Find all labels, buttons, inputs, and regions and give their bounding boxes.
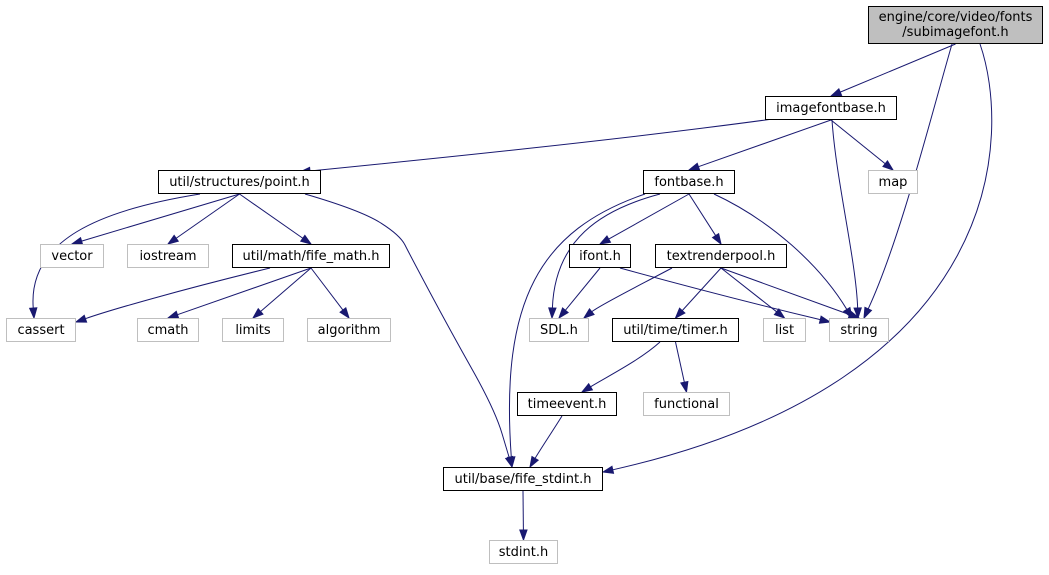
edge-textrenderpool-to-timer [681, 267, 722, 311]
node-cmath: cmath [137, 318, 199, 342]
node-ifont[interactable]: ifont.h [569, 244, 631, 268]
edge-point-to-vector [81, 193, 240, 242]
edge-textrenderpool-to-string [720, 267, 850, 316]
edge-fontbase-to-textrenderpool-arrowhead [711, 232, 722, 246]
node-label: SDL.h [540, 322, 578, 338]
node-label: string [840, 322, 878, 338]
node-subimagefont: engine/core/video/fonts/subimagefont.h [868, 6, 1043, 44]
edge-fife_math-to-algorithm [310, 267, 344, 311]
node-label: engine/core/video/fonts/subimagefont.h [878, 10, 1033, 40]
node-point[interactable]: util/structures/point.h [158, 170, 321, 194]
node-label: list [774, 322, 795, 338]
node-label: util/math/fife_math.h [242, 248, 380, 264]
edge-fontbase-to-sdl-arrowhead [548, 307, 557, 320]
node-label: util/time/timer.h [623, 322, 728, 338]
edge-subimagefont-to-imagefontbase-arrowhead [829, 87, 843, 97]
node-timer[interactable]: util/time/timer.h [612, 318, 739, 342]
edge-textrenderpool-to-sdl-arrowhead [582, 308, 595, 319]
edge-fontbase-to-ifont [608, 193, 690, 240]
node-label: cmath [147, 322, 189, 338]
node-fontbase[interactable]: fontbase.h [643, 170, 735, 194]
edge-fife_math-to-cmath [177, 267, 312, 316]
node-label: limits [235, 322, 271, 338]
edge-timer-to-timeevent-arrowhead [580, 382, 594, 393]
edge-imagefontbase-to-string [831, 119, 859, 309]
node-sdl: SDL.h [529, 318, 589, 342]
edge-timer-to-timeevent [590, 341, 661, 388]
node-fife_stdint[interactable]: util/base/fife_stdint.h [443, 467, 603, 491]
node-label: algorithm [317, 322, 381, 338]
node-label: timeevent.h [527, 396, 607, 412]
node-label: util/structures/point.h [169, 174, 310, 190]
node-label: vector [51, 248, 93, 264]
edge-fontbase-to-textrenderpool [688, 193, 717, 236]
node-cassert: cassert [6, 318, 76, 342]
edge-subimagefont-to-fife_stdint [612, 43, 993, 471]
node-label: map [878, 174, 908, 190]
node-label: fontbase.h [654, 174, 724, 190]
node-map: map [868, 170, 918, 194]
edge-fontbase-to-sdl [551, 193, 661, 309]
node-list: list [763, 318, 806, 342]
node-label: textrenderpool.h [666, 248, 776, 264]
edge-subimagefont-to-fife_stdint-arrowhead [601, 465, 615, 474]
node-stdint: stdint.h [489, 540, 558, 564]
edge-point-to-fife_math [239, 193, 304, 239]
node-functional: functional [643, 392, 730, 416]
node-algorithm: algorithm [307, 318, 391, 342]
edge-point-to-iostream-arrowhead [166, 234, 180, 245]
node-fife_math[interactable]: util/math/fife_math.h [232, 244, 390, 268]
node-iostream: iostream [127, 244, 209, 268]
edge-point-to-cassert-arrowhead [28, 307, 38, 320]
edge-imagefontbase-to-fontbase [698, 119, 832, 168]
node-label: util/base/fife_stdint.h [454, 471, 592, 487]
node-label: imagefontbase.h [776, 100, 886, 116]
edge-imagefontbase-to-map [830, 119, 886, 165]
edge-point-to-fife_math-arrowhead [299, 234, 313, 245]
edge-point-to-cassert [32, 193, 201, 309]
node-label: iostream [139, 248, 197, 264]
edge-timeevent-to-fife_stdint [534, 415, 563, 459]
node-label: ifont.h [579, 248, 621, 264]
edge-imagefontbase-to-point [309, 117, 781, 172]
edge-fife_math-to-cassert [85, 267, 271, 320]
node-label: cassert [17, 322, 65, 338]
edge-fife_stdint-to-stdint-arrowhead [519, 529, 528, 542]
edge-subimagefont-to-string-arrowhead [863, 306, 873, 320]
node-timeevent[interactable]: timeevent.h [517, 392, 617, 416]
edge-fontbase-to-ifont-arrowhead [598, 235, 612, 245]
edge-timeevent-to-fife_stdint-arrowhead [529, 455, 540, 469]
node-vector: vector [40, 244, 104, 268]
edge-fife_math-to-limits [260, 267, 312, 312]
edge-ifont-to-string [619, 267, 821, 321]
node-string: string [829, 318, 889, 342]
edge-subimagefont-to-imagefontbase [840, 43, 956, 93]
node-label: functional [654, 396, 719, 412]
edge-textrenderpool-to-list [720, 267, 777, 313]
edge-fife_math-to-algorithm-arrowhead [339, 307, 350, 320]
edge-fife_math-to-cassert-arrowhead [74, 314, 88, 323]
edge-timer-to-functional [675, 341, 685, 383]
edge-fontbase-to-string [713, 193, 848, 310]
node-label: stdint.h [498, 544, 549, 560]
node-imagefontbase[interactable]: imagefontbase.h [765, 96, 897, 120]
edge-ifont-to-sdl [564, 267, 601, 311]
edge-imagefontbase-to-map-arrowhead [882, 160, 895, 171]
edge-timer-to-functional-arrowhead [680, 380, 689, 394]
edge-point-to-iostream [175, 193, 240, 239]
node-limits: limits [222, 318, 284, 342]
edge-point-to-fife_stdint [304, 193, 510, 458]
edge-fontbase-to-fife_stdint [508, 193, 646, 458]
node-textrenderpool[interactable]: textrenderpool.h [655, 244, 787, 268]
edge-textrenderpool-to-sdl [591, 267, 673, 313]
edge-ifont-to-sdl-arrowhead [558, 307, 569, 320]
